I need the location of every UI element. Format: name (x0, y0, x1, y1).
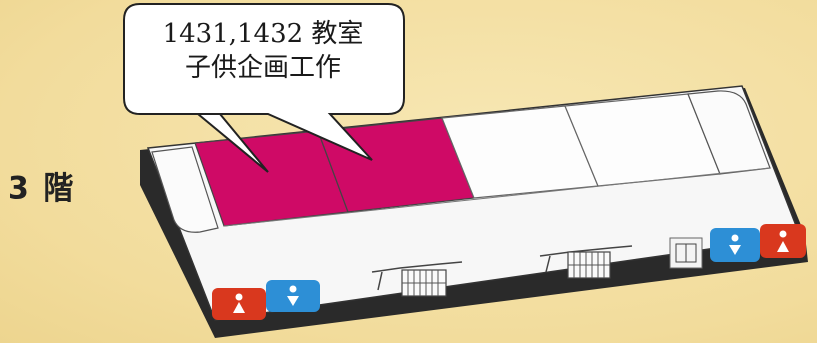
male-restroom-icon (266, 280, 320, 312)
floor-label: 3 階 (8, 170, 76, 208)
female-restroom-icon (760, 224, 806, 258)
callout-bubble (123, 3, 405, 173)
male-restroom-icon (710, 228, 760, 262)
stairs-icon (539, 245, 633, 279)
room-left-end (151, 146, 219, 233)
corridor-line (223, 167, 771, 227)
elevator-icon (669, 237, 703, 269)
room-right-end (687, 90, 771, 175)
female-restroom-icon (212, 288, 266, 320)
callout-text: 1431,1432 教室 子供企画工作 (128, 17, 398, 85)
callout-room-numbers: 1431,1432 教室 (162, 19, 364, 49)
stairs-icon (371, 261, 463, 297)
callout-event-name: 子供企画工作 (184, 53, 341, 83)
